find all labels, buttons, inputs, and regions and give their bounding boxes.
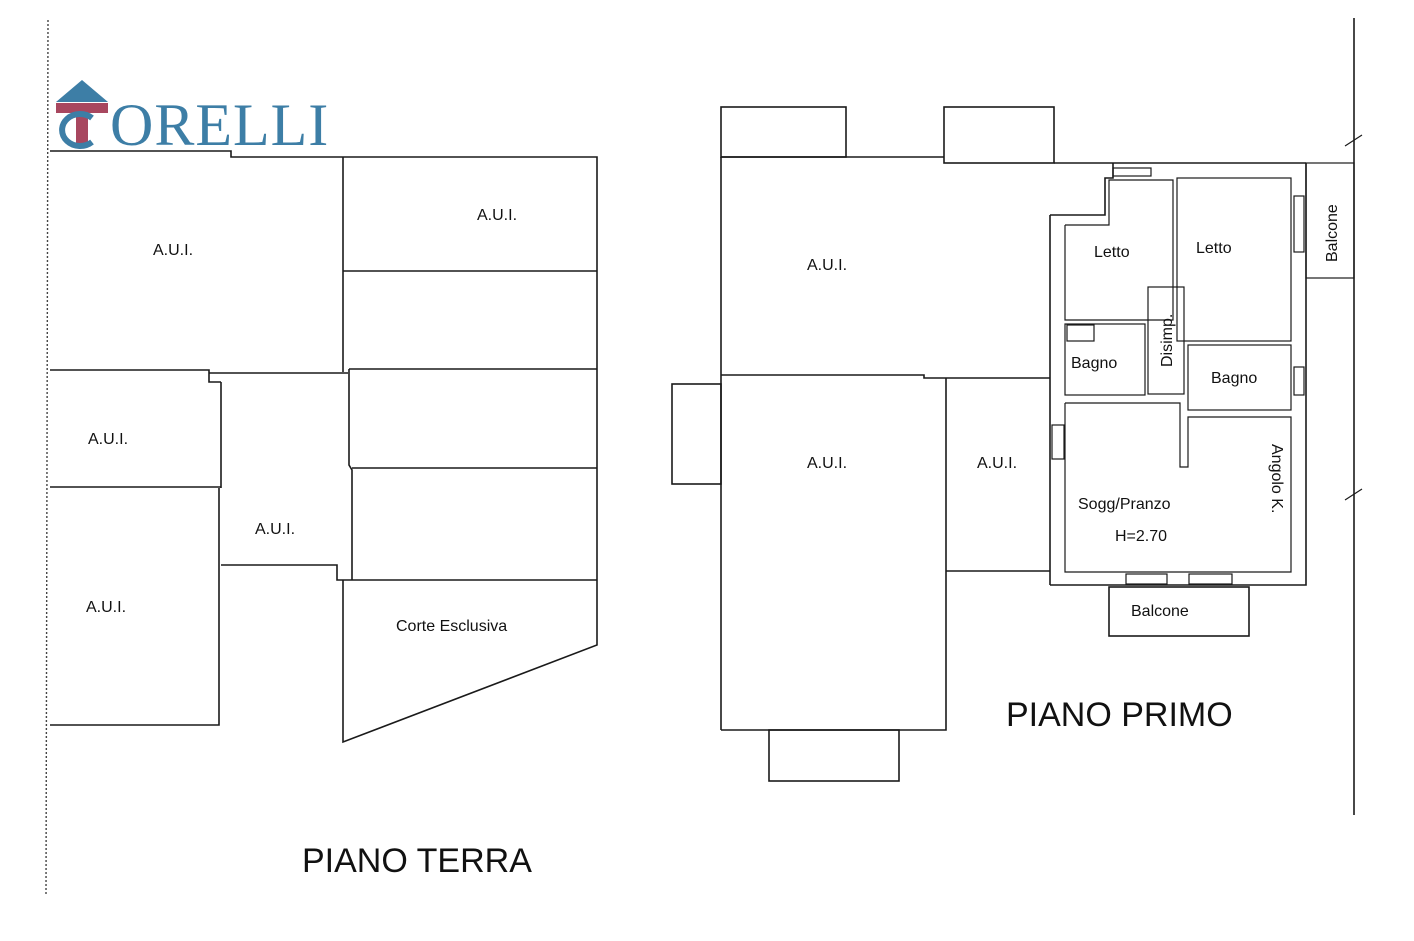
room-label-aui: A.U.I. [86, 599, 126, 616]
room-label-corte-esclusiva: Corte Esclusiva [396, 618, 507, 635]
scan-edge-line [45, 19, 49, 896]
room-label-letto: Letto [1094, 244, 1130, 261]
floor-title-piano-primo: PIANO PRIMO [1006, 696, 1233, 734]
room-label-aui: A.U.I. [477, 207, 517, 224]
room-label-balcone: Balcone [1324, 204, 1341, 262]
room-label-aui: A.U.I. [153, 242, 193, 259]
room-label-letto: Letto [1196, 240, 1232, 257]
logo-t-bar [56, 103, 108, 113]
logo-c-arc [59, 111, 94, 149]
piano-primo-plan [671, 18, 1363, 815]
logo-text: ORELLI [110, 92, 329, 158]
room-label-bagno: Bagno [1211, 370, 1257, 387]
room-label-aui: A.U.I. [807, 257, 847, 274]
room-label-bagno: Bagno [1071, 355, 1117, 372]
torelli-logo: ORELLI [56, 80, 329, 158]
room-label-aui: A.U.I. [255, 521, 295, 538]
room-label-angolo-k: Angolo K. [1268, 444, 1285, 513]
room-label-aui: A.U.I. [807, 455, 847, 472]
ceiling-height-label: H=2.70 [1115, 528, 1167, 545]
floor-title-piano-terra: PIANO TERRA [302, 842, 532, 880]
room-label-disimp: Disimp. [1159, 314, 1176, 367]
room-label-balcone: Balcone [1131, 603, 1189, 620]
logo-roof-icon [56, 80, 108, 102]
room-label-aui: A.U.I. [977, 455, 1017, 472]
piano-terra-plan [50, 150, 598, 744]
room-label-soggiorno-pranzo: Sogg/Pranzo [1078, 496, 1171, 513]
logo-t-stem [76, 112, 88, 144]
room-label-aui: A.U.I. [88, 431, 128, 448]
